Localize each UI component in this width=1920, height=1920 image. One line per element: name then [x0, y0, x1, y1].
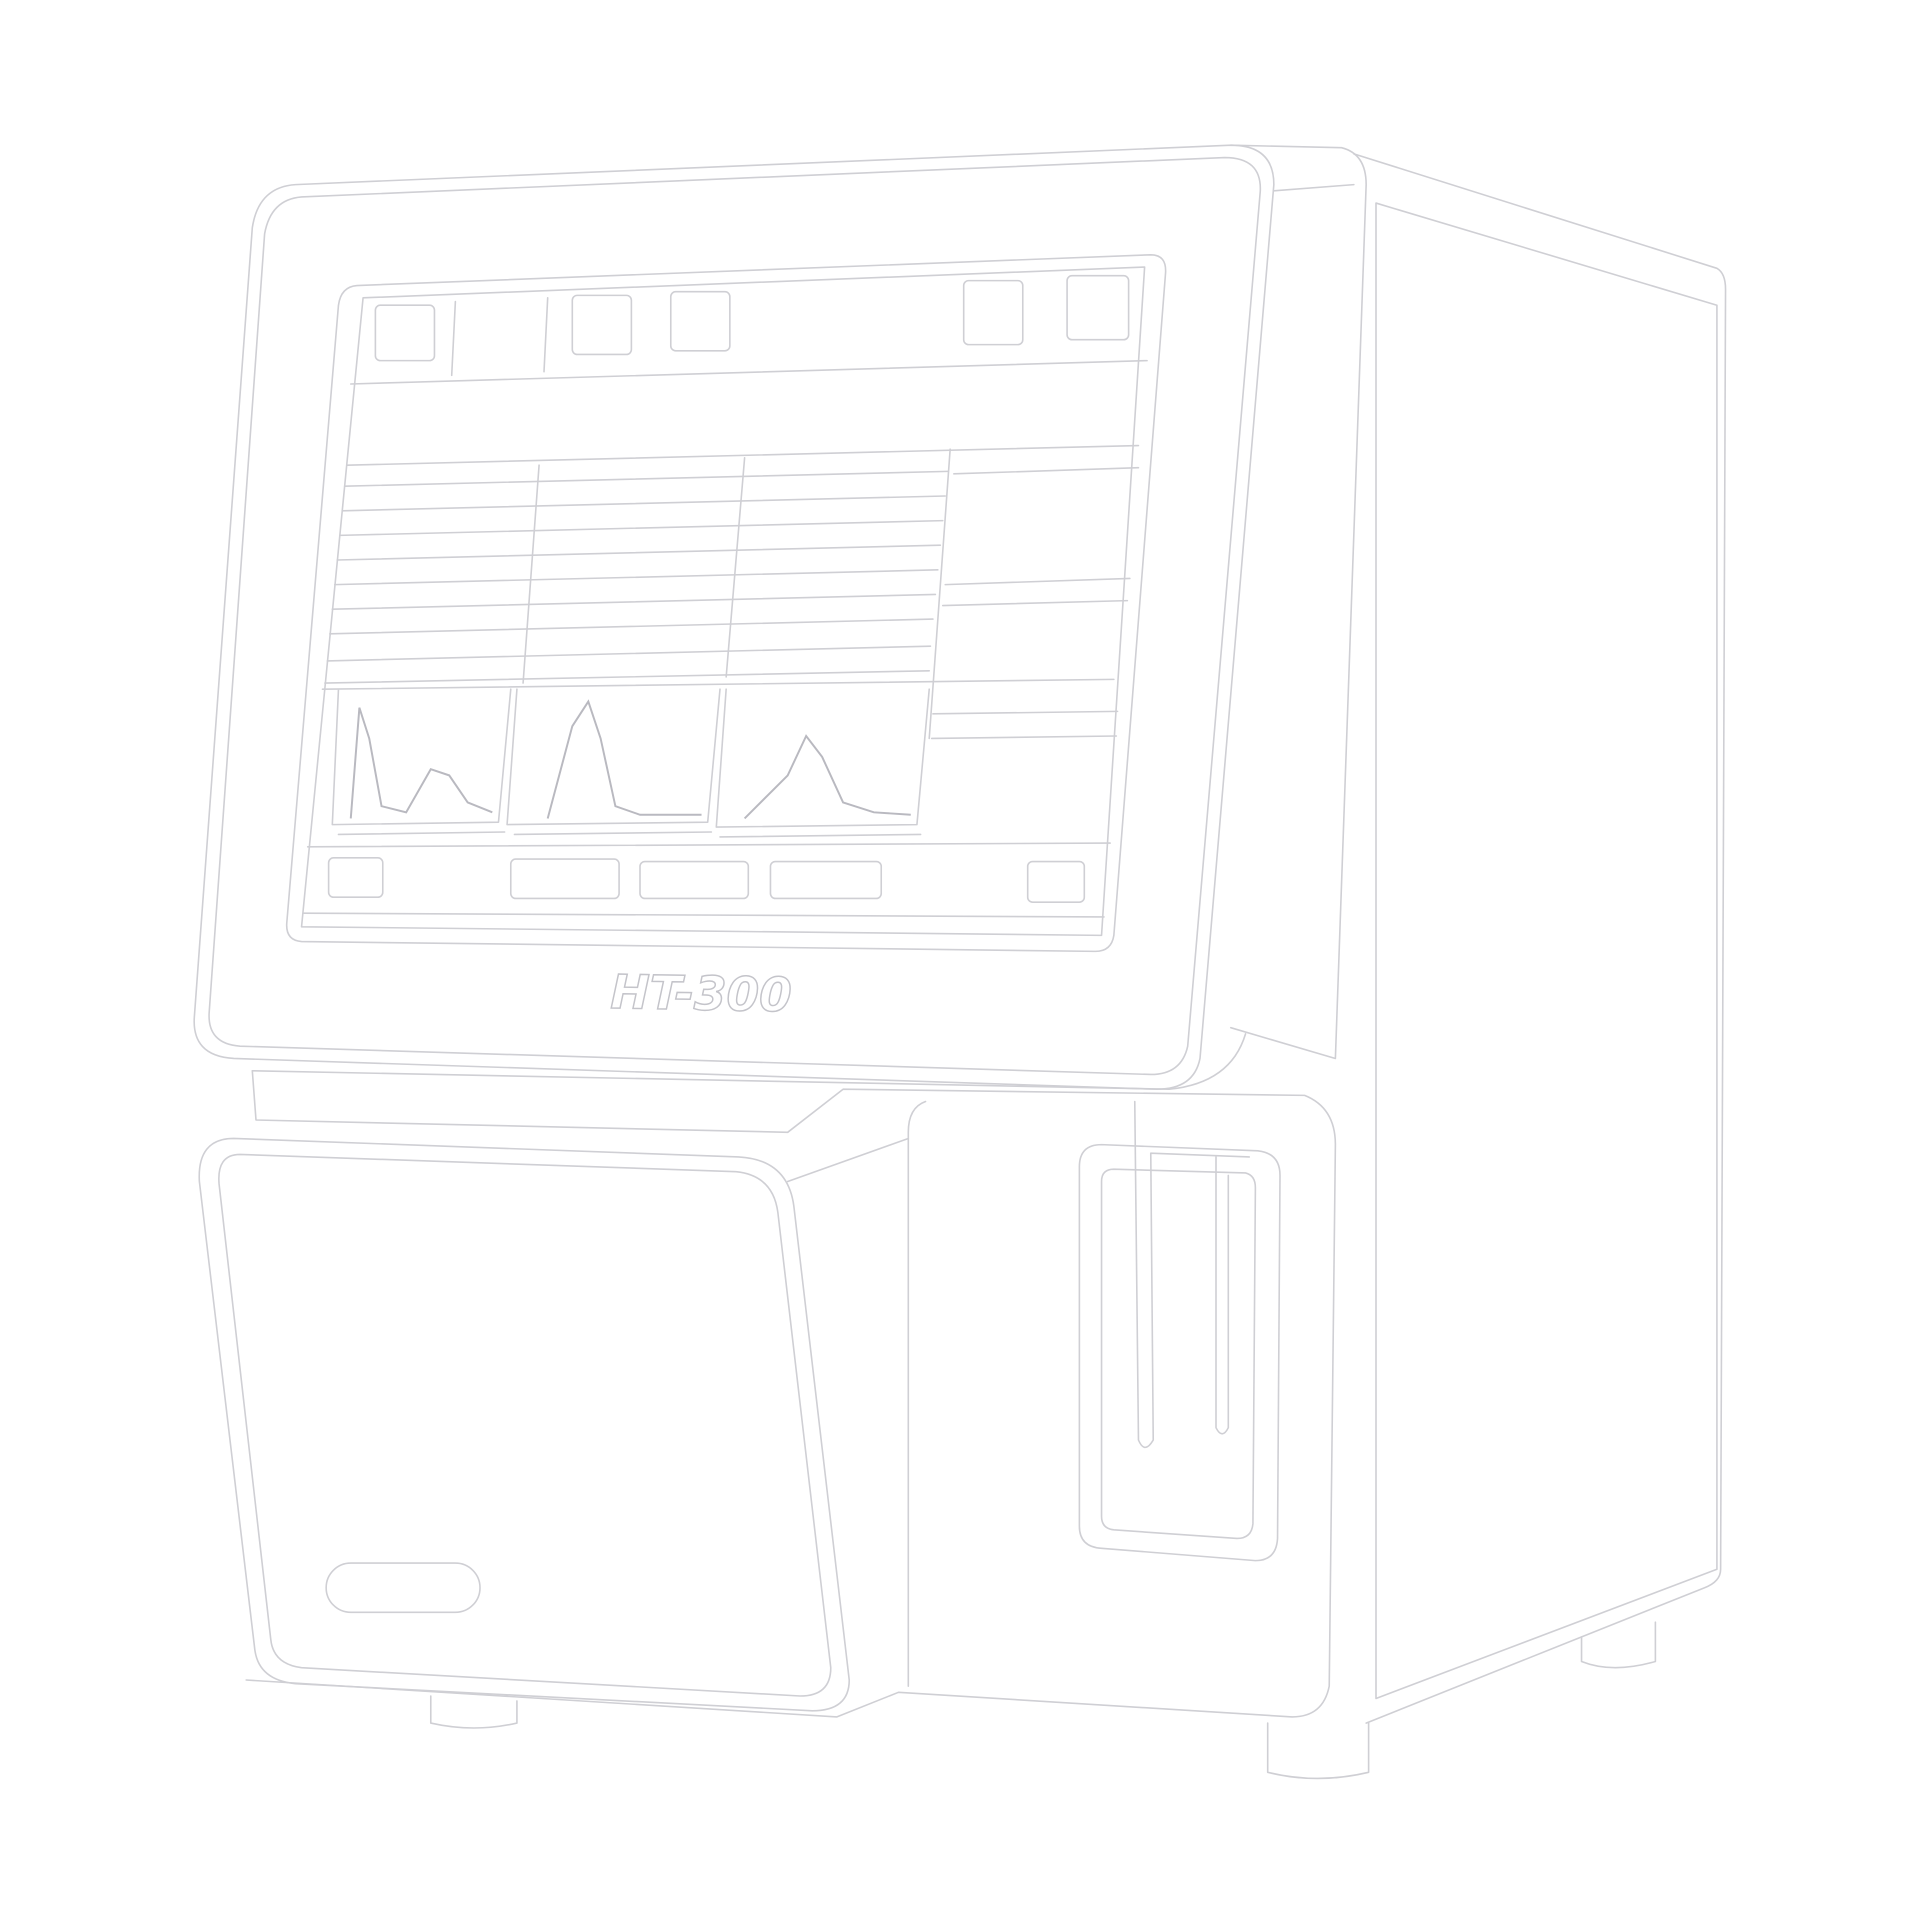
plt-histogram-curve [743, 734, 911, 820]
sample-bay [1078, 1100, 1281, 1562]
screen-button [571, 294, 633, 356]
door-handle[interactable] [325, 1562, 481, 1614]
foot [1266, 1722, 1370, 1780]
wbc-histogram-curve [349, 707, 493, 819]
result-table [324, 444, 1140, 740]
screen-button [769, 860, 883, 900]
model-logo: HT-300 [610, 966, 792, 1023]
screen-button [374, 304, 436, 362]
histograms [306, 678, 1115, 848]
upper-housing [193, 144, 1367, 1091]
screen-button [509, 858, 620, 900]
side-panel [1353, 153, 1727, 1724]
screen-button [327, 857, 384, 899]
lower-housing [245, 1033, 1337, 1718]
rbc-histogram-curve [546, 699, 702, 819]
screen-button [962, 279, 1024, 346]
screen-button [1066, 274, 1130, 341]
screen-button [639, 860, 750, 900]
front-door[interactable] [198, 1137, 851, 1729]
screen-button [1026, 860, 1086, 903]
screen-button [669, 290, 731, 352]
display-screen [285, 253, 1167, 953]
